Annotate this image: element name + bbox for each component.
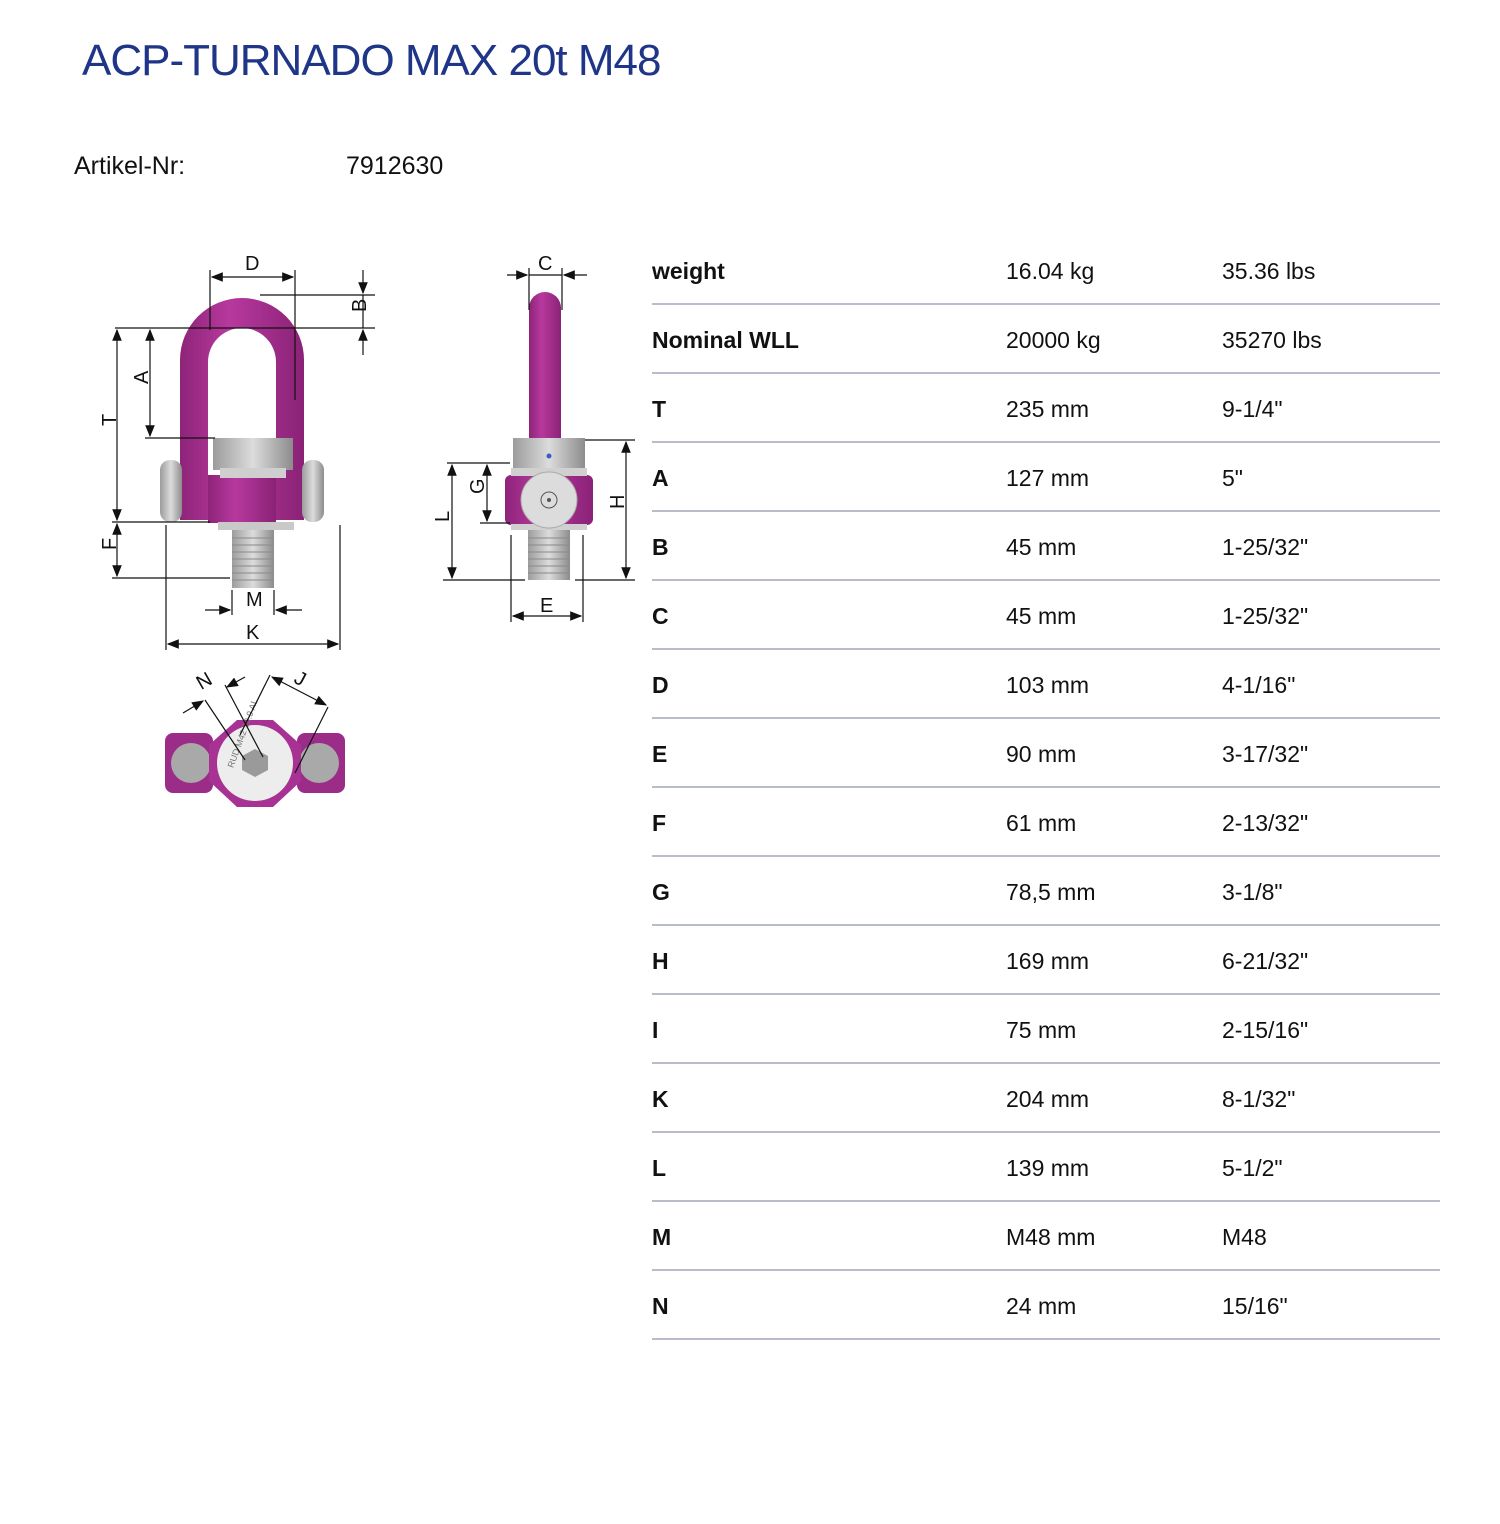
table-row: I 75 mm 2-15/16": [652, 995, 1440, 1064]
dim-label-h: H: [607, 495, 629, 509]
article-number-value: 7912630: [346, 152, 444, 180]
dim-label-a: A: [131, 370, 153, 384]
spec-metric-value: 204 mm: [1006, 1086, 1090, 1112]
spec-metric-value: 103 mm: [1006, 672, 1090, 698]
spec-metric-value: 139 mm: [1006, 1155, 1090, 1181]
table-row: D 103 mm 4-1/16": [652, 650, 1440, 719]
spec-metric-value: 45 mm: [1006, 534, 1077, 560]
spec-metric-value: 90 mm: [1006, 741, 1077, 767]
dim-label-k: K: [246, 622, 260, 644]
spec-imperial-value: 5": [1222, 465, 1243, 491]
side-view-drawing: C G L H E: [425, 250, 640, 630]
spec-name: C: [652, 603, 669, 629]
table-row: Nominal WLL 20000 kg 35270 lbs: [652, 305, 1440, 374]
side-view-svg: C G L H E: [432, 253, 635, 622]
table-row: weight 16.04 kg 35.36 lbs: [652, 236, 1440, 305]
table-row: E 90 mm 3-17/32": [652, 719, 1440, 788]
dim-label-m: M: [246, 589, 263, 611]
dim-label-t: T: [99, 414, 121, 426]
spec-imperial-value: 2-13/32": [1222, 810, 1309, 836]
spec-imperial-value: 4-1/16": [1222, 672, 1296, 698]
spec-metric-value: 127 mm: [1006, 465, 1090, 491]
table-row: M M48 mm M48: [652, 1202, 1440, 1271]
spec-metric-value: 24 mm: [1006, 1293, 1077, 1319]
spec-name: F: [652, 810, 667, 836]
spec-metric-value: 45 mm: [1006, 603, 1077, 629]
spec-imperial-value: 8-1/32": [1222, 1086, 1296, 1112]
dim-label-n: N: [193, 668, 217, 694]
spec-imperial-value: 1-25/32": [1222, 603, 1309, 629]
table-row: H 169 mm 6-21/32": [652, 926, 1440, 995]
spec-name: Nominal WLL: [652, 327, 799, 353]
spec-name: weight: [652, 258, 725, 284]
spec-name: N: [652, 1293, 669, 1319]
table-row: K 204 mm 8-1/32": [652, 1064, 1440, 1133]
spec-metric-value: 169 mm: [1006, 948, 1090, 974]
spec-name: E: [652, 741, 668, 767]
table-row: N 24 mm 15/16": [652, 1271, 1440, 1340]
dim-label-g: G: [467, 478, 489, 494]
table-row: B 45 mm 1-25/32": [652, 512, 1440, 581]
spec-metric-value: 235 mm: [1006, 396, 1090, 422]
dim-label-e: E: [540, 595, 553, 617]
front-view-svg: D B A T F M K: [99, 253, 375, 650]
spec-imperial-value: M48: [1222, 1224, 1267, 1250]
dim-label-j: J: [290, 667, 309, 691]
spec-name: T: [652, 396, 667, 422]
spec-imperial-value: 1-25/32": [1222, 534, 1309, 560]
spec-name: I: [652, 1017, 659, 1043]
spec-name: B: [652, 534, 669, 560]
table-row: F 61 mm 2-13/32": [652, 788, 1440, 857]
front-view-drawing: D B A T F M K: [90, 250, 390, 660]
dim-label-b: B: [349, 299, 371, 312]
spec-imperial-value: 15/16": [1222, 1293, 1288, 1319]
spec-imperial-value: 3-1/8": [1222, 879, 1283, 905]
spec-name: M: [652, 1224, 672, 1250]
spec-imperial-value: 35.36 lbs: [1222, 258, 1316, 284]
spec-imperial-value: 3-17/32": [1222, 741, 1309, 767]
spec-imperial-value: 35270 lbs: [1222, 327, 1322, 353]
product-title: ACP-TURNADO MAX 20t M48: [82, 36, 661, 85]
top-view-svg: RUD M42 10.9 AL N J: [165, 667, 345, 807]
table-row: C 45 mm 1-25/32": [652, 581, 1440, 650]
spec-metric-value: 75 mm: [1006, 1017, 1077, 1043]
table-row: A 127 mm 5": [652, 443, 1440, 512]
spec-imperial-value: 9-1/4": [1222, 396, 1283, 422]
spec-name: D: [652, 672, 669, 698]
spec-metric-value: 20000 kg: [1006, 327, 1101, 353]
spec-name: K: [652, 1086, 669, 1112]
spec-name: H: [652, 948, 669, 974]
article-number-label: Artikel-Nr:: [74, 152, 186, 180]
dim-label-d: D: [245, 253, 259, 275]
spec-name: L: [652, 1155, 667, 1181]
dim-label-l: L: [432, 511, 454, 522]
spec-metric-value: 61 mm: [1006, 810, 1077, 836]
dim-label-c: C: [538, 253, 552, 275]
top-view-drawing: RUD M42 10.9 AL N J: [155, 665, 355, 810]
spec-name: A: [652, 465, 669, 491]
spec-metric-value: 16.04 kg: [1006, 258, 1095, 284]
spec-metric-value: 78,5 mm: [1006, 879, 1096, 905]
table-row: L 139 mm 5-1/2": [652, 1133, 1440, 1202]
spec-imperial-value: 6-21/32": [1222, 948, 1309, 974]
table-row: T 235 mm 9-1/4": [652, 374, 1440, 443]
spec-imperial-value: 2-15/16": [1222, 1017, 1309, 1043]
dim-label-f: F: [99, 538, 121, 550]
spec-metric-value: M48 mm: [1006, 1224, 1096, 1250]
table-row: G 78,5 mm 3-1/8": [652, 857, 1440, 926]
spec-table: weight 16.04 kg 35.36 lbs Nominal WLL 20…: [652, 236, 1440, 1340]
spec-imperial-value: 5-1/2": [1222, 1155, 1283, 1181]
spec-name: G: [652, 879, 670, 905]
